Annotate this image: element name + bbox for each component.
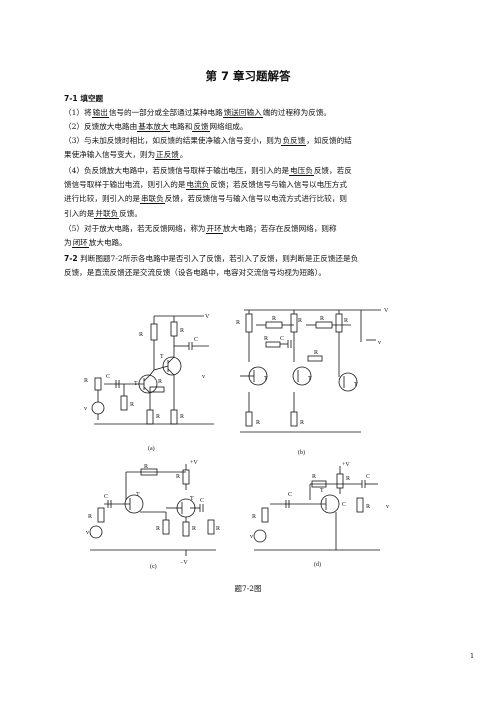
answer-blank: 闭环 [71,238,89,249]
answer-blank: 串联负 [139,194,165,205]
svg-text:v: v [386,504,389,510]
svg-text:v: v [378,340,381,346]
svg-text:V: V [384,308,389,314]
answer-blank: 负反馈 [281,136,307,146]
svg-text:C: C [280,336,284,342]
svg-text:R: R [144,464,148,470]
svg-text:C: C [200,498,204,504]
svg-text:R: R [256,420,260,426]
svg-text:R: R [139,332,143,338]
question-2: （2）反馈放大电路由基本放大电路和反馈网络组成。 [64,122,248,132]
svg-text:R: R [300,420,304,426]
svg-text:+V: +V [190,460,198,466]
svg-text:C: C [106,374,110,380]
svg-text:R: R [130,402,134,408]
question-7-2: 7-2 判断图题7-2所示各电路中是否引入了反馈，若引入了反馈，则判断是正反馈还… [64,254,359,278]
page-number: 1 [470,652,475,660]
answer-blank: 电压负 [289,166,314,176]
question-1: （1）将输出信号的一部分或全部通过某种电路馈送回输入端的过程称为反馈。 [64,108,332,118]
circuit-a: V R R C T T R C Rv R R R v (a) [84,314,214,452]
svg-text:C: C [104,494,108,500]
label-a: (a) [148,445,155,452]
circuit-b: V R R R R R R C T T T R R R v (b) [236,308,389,456]
circuit-d: +V R R C C T C R R v v (d) [250,462,389,568]
svg-text:R: R [264,336,268,342]
svg-text:R: R [314,350,318,356]
svg-text:C: C [288,492,292,498]
label-b: (b) [298,449,305,456]
svg-text:T: T [136,492,140,498]
svg-text:R: R [156,414,160,420]
svg-text:R: R [84,378,88,384]
svg-text:R: R [252,514,256,520]
svg-text:T: T [264,376,268,382]
svg-text:C: C [194,337,198,343]
svg-text:R: R [236,320,240,326]
svg-text:+V: +V [342,462,350,468]
svg-text:v: v [84,406,87,412]
svg-text:T: T [320,488,324,494]
svg-text:T: T [134,381,138,387]
svg-text:T: T [190,496,194,502]
svg-text:C: C [366,474,370,480]
svg-text:V: V [205,314,210,320]
svg-text:R: R [366,504,370,510]
svg-text:T: T [354,382,358,388]
svg-text:C: C [342,502,346,508]
answer-blank: 并联负 [94,208,120,219]
answer-blank: 基本放大 [137,122,170,132]
answer-blank: 馈送回输入 [222,108,263,118]
svg-text:R: R [216,526,220,532]
svg-text:R: R [180,328,184,334]
section-7-1-heading: 7-1 填空题 [64,94,104,103]
page-title: 第 7 章习题解答 [205,69,291,83]
svg-text:R: R [192,526,196,532]
question-5: （5）对于放大电路，若无反馈网络，称为开环放大电路；若存在反馈网络，则称 为闭环… [64,224,337,249]
answer-blank: 正反馈 [155,150,180,161]
svg-text:T: T [308,376,312,382]
svg-text:R: R [298,318,302,324]
svg-text:R: R [180,414,184,420]
svg-text:R: R [88,514,92,520]
question-4: （4）负反馈放大电路中，若反馈信号取样于输出电压，则引入的是电压负反馈，若反 馈… [64,166,352,219]
label-c: (c) [150,563,157,570]
label-d: (d) [314,561,321,568]
question-3: （3）与未加反馈时相比，如反馈的结果使净输入信号变小，则为负反馈，如反馈的结 果… [64,136,352,161]
svg-text:−V: −V [180,560,188,566]
svg-text:R: R [346,476,350,482]
svg-text:R: R [320,316,324,322]
svg-text:R: R [312,474,316,480]
svg-text:R: R [176,474,180,480]
svg-text:R: R [272,316,276,322]
svg-text:R: R [158,379,162,385]
answer-blank: 反馈 [192,122,210,132]
svg-text:R: R [156,526,160,532]
answer-blank: 输出 [91,108,109,118]
answer-blank: 开环 [205,224,223,234]
svg-text:T: T [160,354,164,360]
svg-text:v: v [86,530,89,536]
svg-text:R: R [344,318,348,324]
figure-caption: 题7-2图 [234,584,262,593]
answer-blank: 电流负 [185,180,211,191]
svg-text:v: v [202,374,205,380]
svg-text:v: v [250,534,253,540]
